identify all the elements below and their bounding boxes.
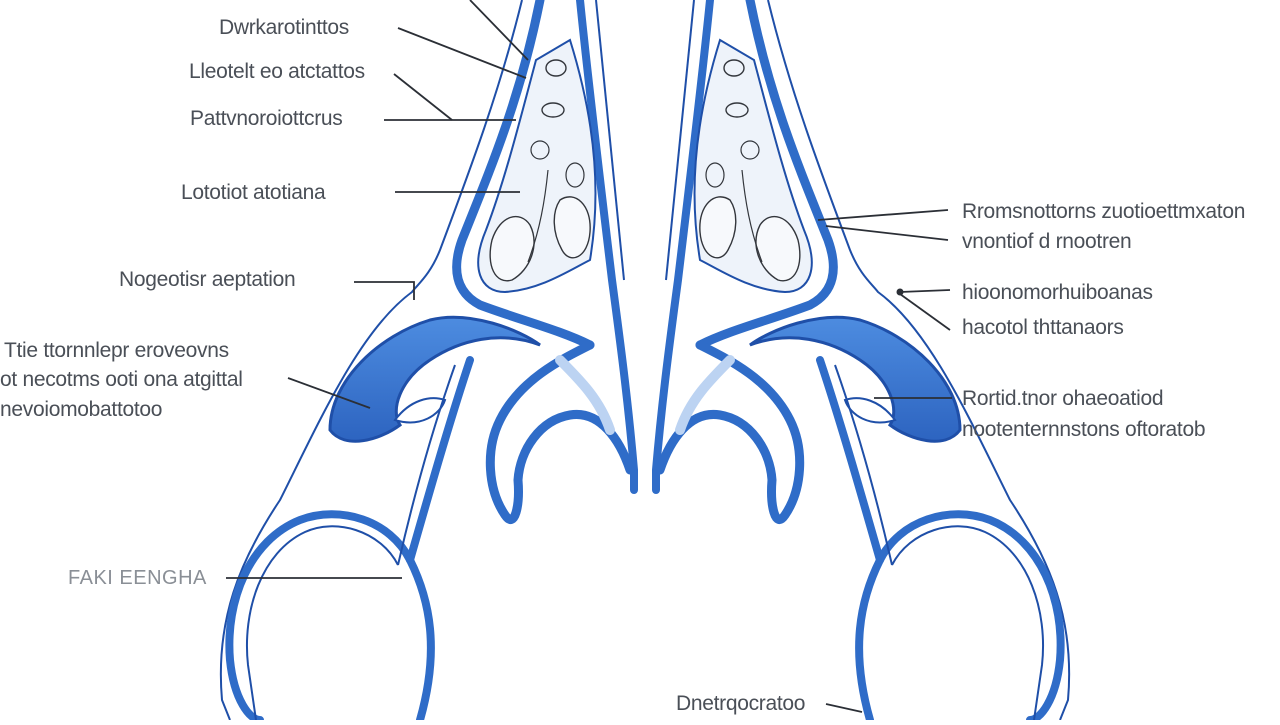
label-l5: Nogeotisr aeptation: [119, 268, 296, 291]
leader-l5: [354, 281, 415, 300]
leader-dot: [896, 288, 904, 296]
label-l6-line2: ot necotms ooti ona atgittal: [0, 368, 243, 391]
leader-l6: [287, 377, 371, 409]
label-r3-line1: Rortid.tnor ohaeoatiod: [962, 387, 1164, 410]
leader-l2: [393, 73, 453, 121]
leader-r2b: [899, 293, 951, 331]
label-l1: Dwrkarotinttos: [219, 16, 350, 39]
label-r1-line2: vnontiof d rnootren: [962, 230, 1132, 253]
label-r3-line2: nootenternnstons oftoratob: [962, 418, 1206, 441]
leader-l1: [397, 27, 527, 79]
leader-r1: [817, 209, 949, 221]
right-nasal-structure: [652, 0, 1071, 724]
label-l6-line3: nevoiomobattotoo: [0, 398, 163, 421]
label-l7: FAKI EENGHA: [68, 567, 207, 589]
label-bottom: Dnetrqocratoo: [676, 692, 806, 715]
leader-b1: [825, 703, 863, 713]
label-l3: Pattvnoroiottcrus: [190, 107, 343, 130]
label-r2-line1: hioonomorhuiboanas: [962, 281, 1153, 304]
leader-r2: [899, 289, 951, 293]
label-r2-line2: hacotol thttanaors: [962, 316, 1124, 339]
leader-lines: [226, 0, 952, 713]
label-l2: Lleotelt eo atctattos: [189, 60, 365, 83]
left-nasal-structure: [219, 0, 638, 724]
leader-r1b: [825, 225, 949, 241]
leader-top: [469, 0, 529, 61]
label-r1-line1: Rromsnottorns zuotioettmxaton: [962, 200, 1246, 223]
label-l4: Lototiot atotiana: [181, 181, 326, 204]
label-l6-line1: Ttie ttornnlepr eroveovns: [4, 339, 229, 362]
